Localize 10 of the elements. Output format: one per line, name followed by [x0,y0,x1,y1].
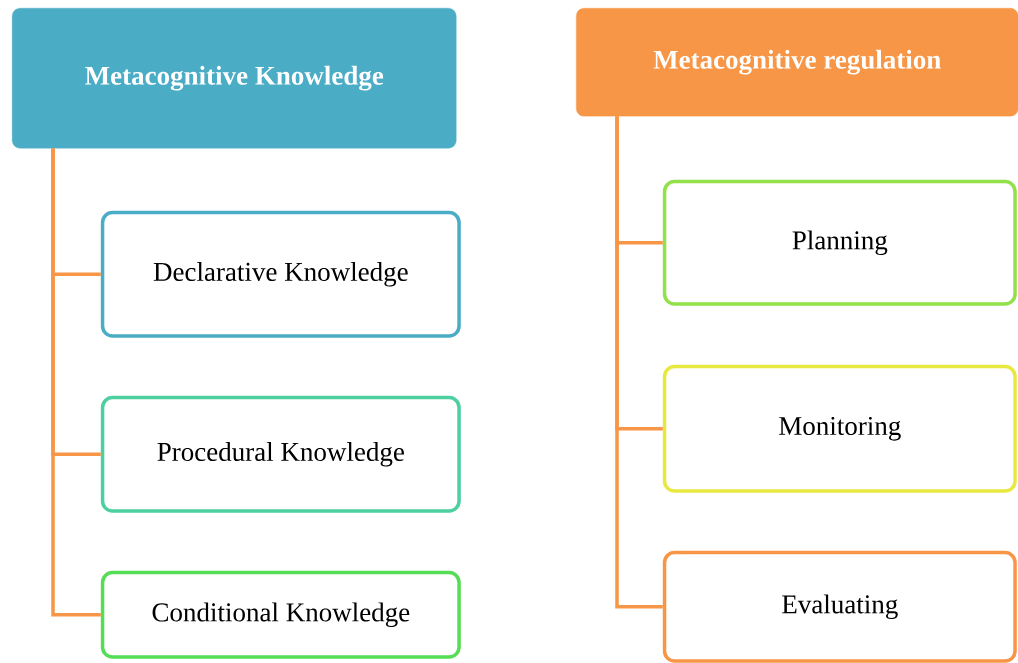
item-box: Monitoring [662,364,1017,493]
header-box: Metacognitive Knowledge [12,8,457,149]
item-box: Conditional Knowledge [100,570,461,659]
item-box: Evaluating [662,550,1017,663]
connector-line [51,148,101,617]
connector-line [615,116,663,609]
header-box: Metacognitive regulation [576,8,1018,117]
item-box: Planning [662,179,1017,306]
item-box: Declarative Knowledge [100,210,461,338]
item-box: Procedural Knowledge [100,395,461,513]
